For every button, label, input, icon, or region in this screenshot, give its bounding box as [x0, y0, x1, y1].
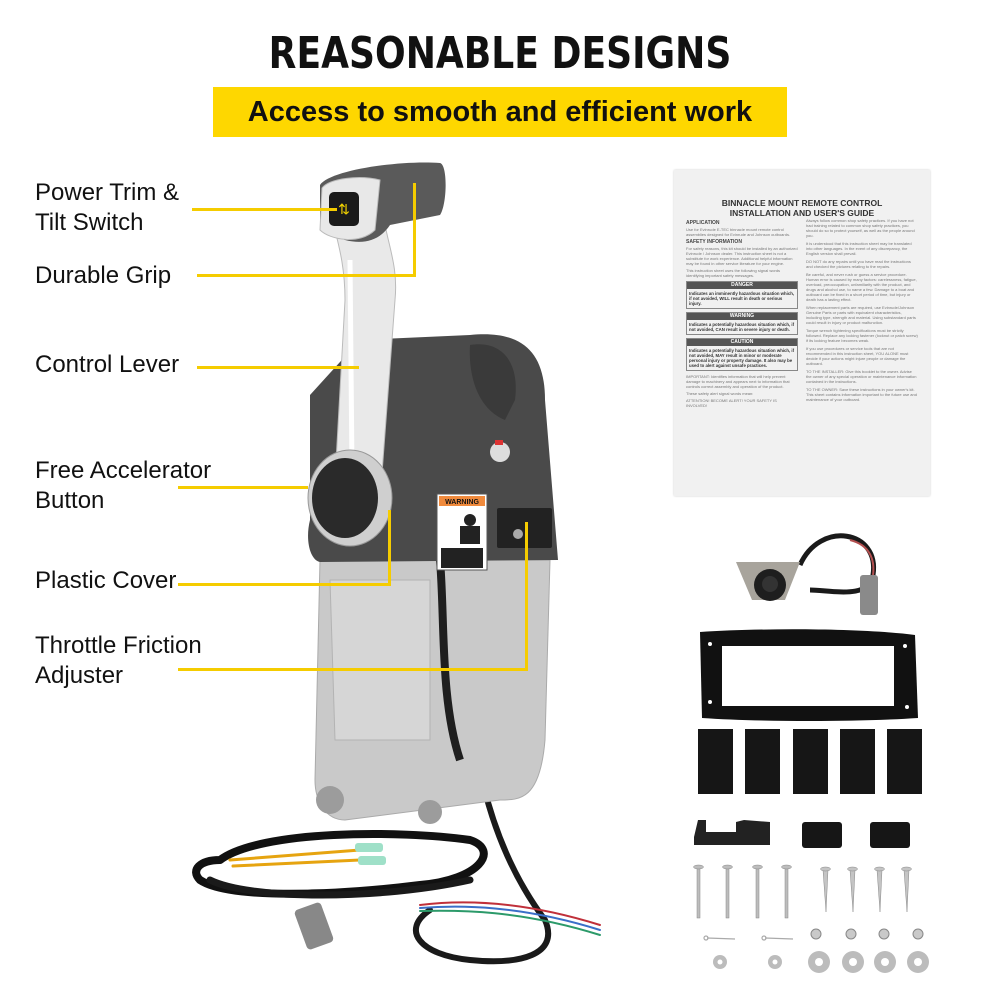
callout-line: Button	[35, 487, 105, 514]
decal-red-marker	[495, 440, 503, 445]
ignition-switch-harness	[736, 533, 878, 615]
trim-arrows-icon: ⇅	[338, 201, 350, 217]
manual-paragraph: These safety alert signal words mean:	[686, 391, 754, 396]
leader-line	[197, 274, 415, 277]
manual-paragraph: ATTENTION! BECOME ALERT! YOUR SAFETY IS …	[686, 398, 777, 408]
warning-text: Indicates a potentially hazardous situat…	[689, 322, 795, 332]
mounting-gasket	[700, 629, 918, 721]
manual-paragraph: If you use procedures or service tools t…	[806, 346, 909, 366]
leader-line	[197, 366, 359, 369]
leader-line	[525, 522, 528, 671]
manual-title-line: INSTALLATION AND USER'S GUIDE	[729, 208, 875, 218]
free-accelerator-button[interactable]	[312, 458, 378, 538]
warning-box: WARNING Indicates a potentially hazardou…	[686, 312, 798, 335]
subtitle-banner: Access to smooth and efficient work	[213, 87, 787, 137]
manual-heading: SAFETY INFORMATION	[686, 239, 742, 245]
callout-power-trim-tilt-switch: Power Trim & Tilt Switch	[35, 178, 179, 238]
adjuster-screw	[513, 529, 523, 539]
leader-line	[178, 486, 308, 489]
harness-connector	[294, 902, 334, 950]
callout-line: Durable Grip	[35, 262, 172, 289]
warning-decal-label: WARNING	[445, 499, 479, 506]
caution-box: CAUTION Indicates a potentially hazardou…	[686, 338, 798, 371]
housing-hump	[469, 344, 516, 420]
manual-right-column: Always follow common shop safety practic…	[806, 218, 918, 402]
washer-holes	[717, 958, 922, 966]
callout-throttle-friction-adjuster: Throttle Friction Adjuster	[35, 631, 202, 691]
spacer-block	[870, 822, 910, 848]
manual-paragraph: Be careful, and never rush or guess a se…	[806, 272, 917, 302]
callout-line: Control Lever	[35, 351, 180, 378]
leader-line	[192, 208, 337, 211]
callout-line: Adjuster	[35, 662, 124, 689]
cable-bracket	[694, 820, 770, 845]
manual-paragraph: Use for Evinrude E-TEC binnacle mount re…	[686, 227, 791, 237]
tapping-screws	[820, 866, 912, 913]
manual-paragraph: Torque wrench tightening specifications …	[806, 328, 918, 343]
spacer-block	[802, 822, 842, 848]
manual-heading: APPLICATION	[686, 220, 720, 226]
throttle-friction-adjuster	[497, 508, 552, 548]
leader-line	[413, 183, 416, 277]
base-foot	[316, 786, 344, 814]
manual-paragraph: For safety reasons, this kit should be i…	[686, 246, 798, 266]
danger-text: Indicates an imminently hazardous situat…	[689, 291, 795, 306]
caution-text: Indicates a potentially hazardous situat…	[689, 348, 795, 368]
base-foot	[418, 800, 442, 824]
manual-paragraph: This instruction sheet uses the followin…	[686, 268, 781, 278]
mounting-plate	[329, 579, 431, 741]
wire-terminal	[355, 843, 383, 852]
manual-paragraph: It is understood that this instruction s…	[806, 241, 912, 256]
cotter-pins	[703, 935, 794, 941]
foam-pads	[698, 729, 922, 794]
manual-title: BINNACLE MOUNT REMOTE CONTROL INSTALLATI…	[674, 198, 930, 218]
callout-free-accelerator-button: Free Accelerator Button	[35, 456, 211, 516]
leader-line	[388, 510, 391, 586]
danger-label: DANGER	[687, 282, 797, 289]
warning-label: WARNING	[687, 313, 797, 320]
callout-line: Throttle Friction	[35, 632, 202, 659]
neutral-decal	[490, 442, 510, 462]
braided-cable	[436, 559, 464, 762]
danger-box: DANGER Indicates an imminently hazardous…	[686, 281, 798, 309]
manual-paragraph: Always follow common shop safety practic…	[806, 218, 915, 238]
manual-paragraph: DO NOT do any repairs until you have rea…	[806, 259, 911, 269]
callout-plastic-cover: Plastic Cover	[35, 566, 176, 596]
manual-paragraph: TO THE OWNER: Save these instructions in…	[806, 387, 917, 402]
manual-title-line: BINNACLE MOUNT REMOTE CONTROL	[721, 198, 883, 208]
manual-left-column: APPLICATION Use for Evinrude E-TEC binna…	[686, 218, 798, 408]
manual-paragraph: When replacement parts are required, use…	[806, 305, 916, 325]
wire-terminal	[358, 856, 386, 865]
machine-screws	[693, 864, 792, 919]
instruction-manual: BINNACLE MOUNT REMOTE CONTROL INSTALLATI…	[674, 170, 930, 496]
callout-line: Free Accelerator	[35, 457, 212, 484]
callout-line: Plastic Cover	[35, 567, 177, 594]
callout-line: Tilt Switch	[35, 209, 144, 236]
manual-paragraph: TO THE INSTALLER: Give this booklet to t…	[806, 369, 917, 384]
caution-label: CAUTION	[687, 339, 797, 346]
lever-highlight	[347, 259, 355, 471]
warning-decal: WARNING	[436, 493, 488, 571]
subtitle-text: Access to smooth and efficient work	[247, 95, 753, 128]
leader-line	[178, 583, 390, 586]
callout-control-lever: Control Lever	[35, 350, 179, 380]
power-trim-tilt-switch[interactable]	[329, 192, 359, 226]
manual-paragraph: IMPORTANT: Identifies information that w…	[686, 374, 790, 389]
page-title: REASONABLE DESIGNS	[268, 28, 732, 79]
hex-nuts	[810, 928, 924, 940]
callout-durable-grip: Durable Grip	[35, 261, 171, 291]
leader-line	[178, 668, 528, 671]
callout-line: Power Trim &	[35, 179, 180, 206]
